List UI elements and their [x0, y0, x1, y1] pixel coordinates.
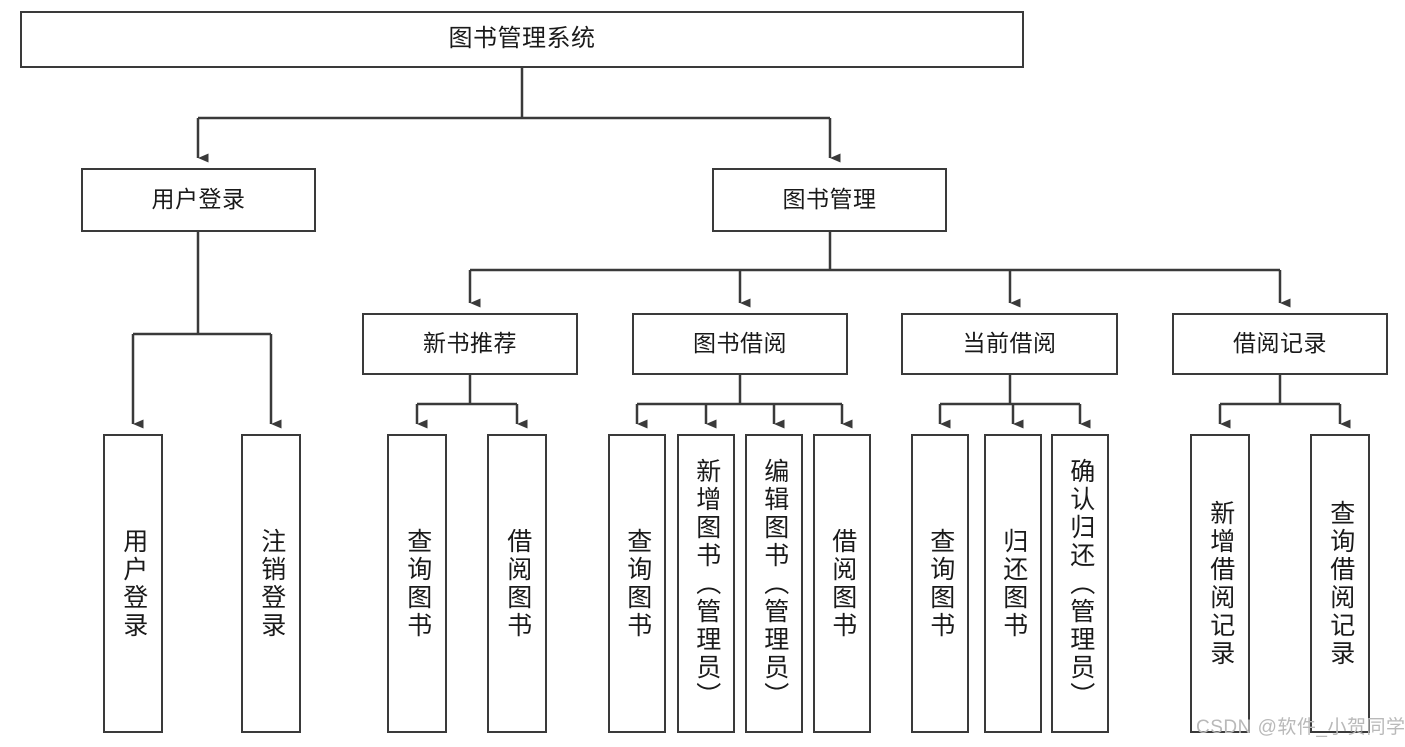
- node-book-borrow-label: 图书借阅: [693, 330, 787, 357]
- node-leaf-borrow-book-label: 借阅图书: [828, 527, 857, 640]
- node-leaf-user-login-label: 用户登录: [119, 527, 148, 640]
- node-leaf-return-book[interactable]: 归还图书: [984, 434, 1042, 733]
- node-new-book-rec[interactable]: 新书推荐: [362, 313, 578, 375]
- node-leaf-add-record-label: 新增借阅记录: [1206, 499, 1235, 668]
- node-leaf-query-book-rec-label: 查询图书: [403, 527, 432, 640]
- node-leaf-add-book-label: 新增图书（管理员）: [692, 457, 721, 710]
- node-book-borrow[interactable]: 图书借阅: [632, 313, 848, 375]
- node-borrow-record-label: 借阅记录: [1233, 330, 1327, 357]
- node-leaf-query-book-rec[interactable]: 查询图书: [387, 434, 447, 733]
- node-current-borrow[interactable]: 当前借阅: [901, 313, 1118, 375]
- node-leaf-query-book-cur[interactable]: 查询图书: [911, 434, 969, 733]
- node-book-manage-label: 图书管理: [782, 186, 877, 213]
- node-leaf-return-book-label: 归还图书: [999, 527, 1028, 640]
- node-root-label: 图书管理系统: [448, 25, 596, 53]
- node-leaf-confirm-return-label: 确认归还（管理员）: [1066, 457, 1095, 710]
- node-leaf-borrow-book[interactable]: 借阅图书: [813, 434, 871, 733]
- node-leaf-add-record[interactable]: 新增借阅记录: [1190, 434, 1250, 733]
- node-leaf-user-logout[interactable]: 注销登录: [241, 434, 301, 733]
- node-borrow-record[interactable]: 借阅记录: [1172, 313, 1388, 375]
- node-root[interactable]: 图书管理系统: [20, 11, 1024, 68]
- node-leaf-query-record-label: 查询借阅记录: [1326, 499, 1355, 668]
- node-current-borrow-label: 当前借阅: [962, 330, 1057, 357]
- node-leaf-edit-book-label: 编辑图书（管理员）: [760, 457, 789, 710]
- node-leaf-add-book[interactable]: 新增图书（管理员）: [677, 434, 735, 733]
- node-leaf-query-book-borrow-label: 查询图书: [623, 527, 652, 640]
- node-leaf-query-record[interactable]: 查询借阅记录: [1310, 434, 1370, 733]
- node-leaf-user-login[interactable]: 用户登录: [103, 434, 163, 733]
- node-leaf-query-book-borrow[interactable]: 查询图书: [608, 434, 666, 733]
- node-new-book-rec-label: 新书推荐: [423, 330, 517, 357]
- node-leaf-borrow-book-rec-label: 借阅图书: [503, 527, 532, 640]
- node-leaf-query-book-cur-label: 查询图书: [926, 527, 955, 640]
- node-user-login[interactable]: 用户登录: [81, 168, 316, 232]
- node-leaf-confirm-return[interactable]: 确认归还（管理员）: [1051, 434, 1109, 733]
- node-leaf-borrow-book-rec[interactable]: 借阅图书: [487, 434, 547, 733]
- node-book-manage[interactable]: 图书管理: [712, 168, 947, 232]
- node-leaf-edit-book[interactable]: 编辑图书（管理员）: [745, 434, 803, 733]
- node-user-login-label: 用户登录: [151, 186, 246, 213]
- csdn-watermark: CSDN @软件_小贺同学: [1196, 717, 1405, 738]
- node-leaf-user-logout-label: 注销登录: [257, 527, 286, 640]
